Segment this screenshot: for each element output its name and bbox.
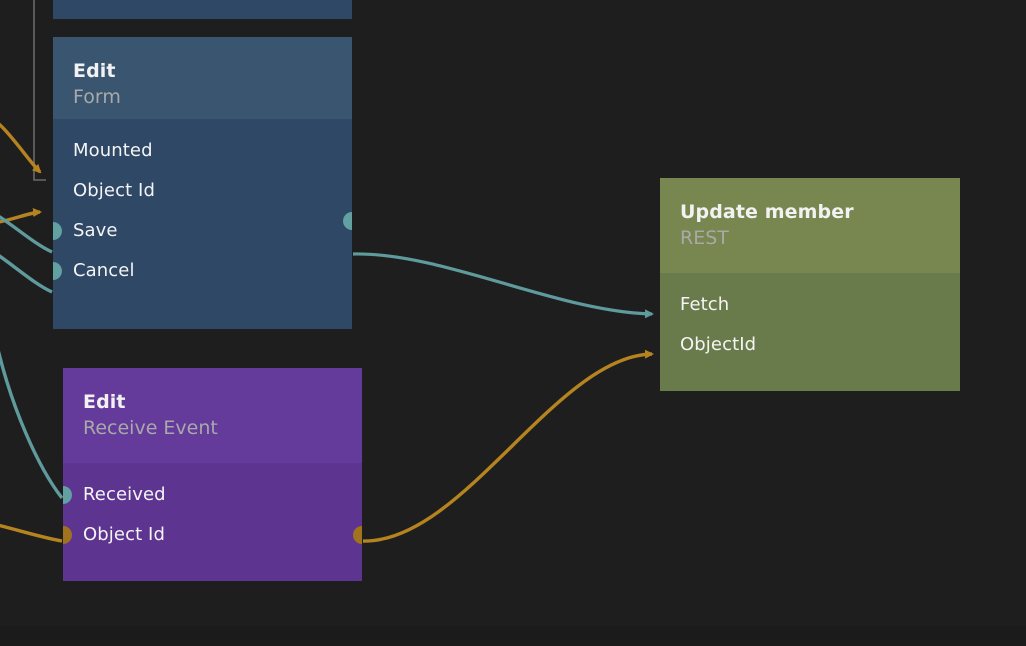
object-id-port-dot[interactable] <box>63 526 72 544</box>
node-title: Edit <box>83 391 126 413</box>
port-label: Cancel <box>73 260 135 281</box>
edge-save-left-branch[interactable] <box>0 206 53 254</box>
object-id-output-port-dot[interactable] <box>353 526 362 544</box>
edge-incoming-objectid-receive[interactable] <box>0 521 63 543</box>
node-update-member[interactable]: Update member REST Fetch ObjectId <box>660 178 960 391</box>
node-title: Update member <box>680 201 854 223</box>
node-edit-form-body: Mounted Object Id Save Cancel <box>53 119 352 329</box>
port-label: Object Id <box>73 180 155 201</box>
node-edit-receive-event[interactable]: Edit Receive Event Received Object Id <box>63 368 362 581</box>
node-subtitle: Form <box>73 86 121 108</box>
node-edit-receive-event-header[interactable]: Edit Receive Event <box>63 368 362 463</box>
save-port-dot[interactable] <box>53 222 62 240</box>
selection-guide-line <box>33 0 46 181</box>
received-port-dot[interactable] <box>63 486 72 504</box>
edge-incoming-objectid-form[interactable] <box>0 208 42 224</box>
edge-incoming-mounted[interactable] <box>0 112 42 174</box>
node-subtitle: REST <box>680 227 729 249</box>
port-label: Save <box>73 220 118 241</box>
node-edit-receive-event-body: Received Object Id <box>63 463 362 581</box>
edge-save-to-fetch[interactable] <box>352 252 654 319</box>
save-output-port-dot[interactable] <box>343 212 352 230</box>
node-edit-form-above-partial[interactable] <box>53 0 352 19</box>
node-subtitle: Receive Event <box>83 417 218 439</box>
node-edit-form[interactable]: Edit Form Mounted Object Id Save Cancel <box>53 37 352 329</box>
node-update-member-body: Fetch ObjectId <box>660 273 960 391</box>
canvas-floor <box>0 626 1026 646</box>
port-row-object-id[interactable]: Object Id <box>63 515 362 555</box>
port-row-save[interactable]: Save <box>53 211 352 251</box>
port-row-cancel[interactable]: Cancel <box>53 251 352 291</box>
port-row-received[interactable]: Received <box>63 475 362 515</box>
port-label: Object Id <box>83 524 165 545</box>
node-title: Edit <box>73 60 116 82</box>
edge-cancel-left-branch[interactable] <box>0 244 53 294</box>
edge-objectid-to-objectid[interactable] <box>362 349 654 543</box>
port-row-mounted[interactable]: Mounted <box>53 131 352 171</box>
port-label: Received <box>83 484 166 505</box>
port-row-object-id[interactable]: Object Id <box>53 171 352 211</box>
port-row-objectid[interactable]: ObjectId <box>660 325 960 365</box>
port-label: ObjectId <box>680 334 757 355</box>
cancel-port-dot[interactable] <box>53 262 62 280</box>
edge-incoming-received[interactable] <box>0 332 64 500</box>
port-label: Fetch <box>680 294 730 315</box>
node-edit-form-header[interactable]: Edit Form <box>53 37 352 119</box>
node-update-member-header[interactable]: Update member REST <box>660 178 960 273</box>
port-label: Mounted <box>73 140 153 161</box>
port-row-fetch[interactable]: Fetch <box>660 285 960 325</box>
